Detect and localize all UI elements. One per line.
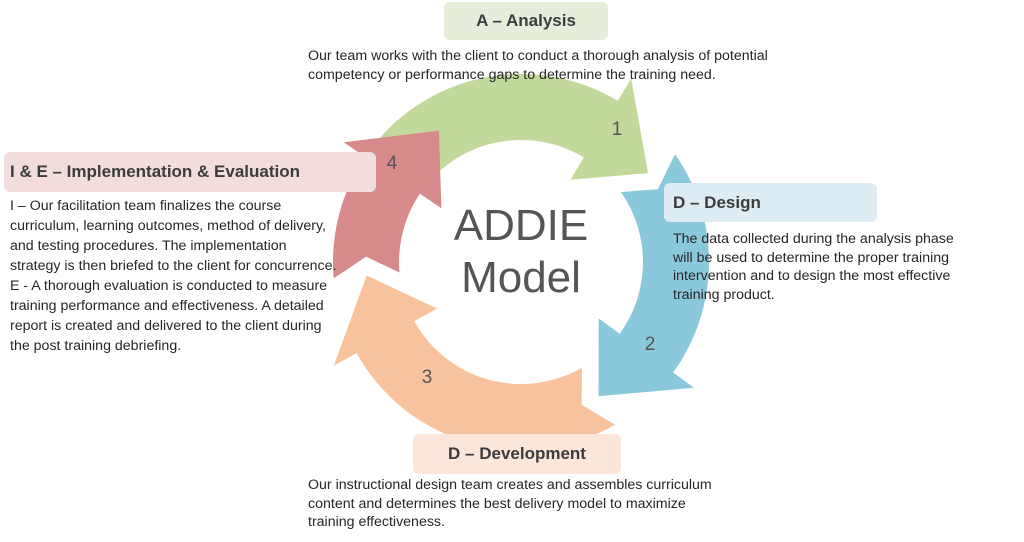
design-description-line: The data collected during the analysis p… bbox=[673, 231, 954, 247]
center-title-addie: ADDIE bbox=[454, 201, 588, 250]
implementation-evaluation-title: I & E – Implementation & Evaluation bbox=[4, 152, 376, 192]
development-description-line: training effectiveness. bbox=[308, 514, 445, 530]
step-number-4: 4 bbox=[387, 153, 398, 174]
step-number-2: 2 bbox=[645, 334, 656, 355]
design-description-line: intervention and to design the most effe… bbox=[673, 268, 951, 284]
implementation-description-line: and testing procedures. The implementati… bbox=[10, 238, 287, 254]
design-title: D – Design bbox=[664, 183, 877, 222]
step-number-1: 1 bbox=[612, 119, 623, 140]
development-description: Our instructional design team creates an… bbox=[308, 476, 712, 532]
implementation-description-line: I – Our facilitation team finalizes the … bbox=[10, 198, 282, 214]
implementation-description-line: curriculum, learning outcomes, method of… bbox=[10, 218, 326, 234]
development-arrow bbox=[333, 275, 615, 450]
implementation-description-line: strategy is then briefed to the client f… bbox=[10, 258, 337, 274]
analysis-title: A – Analysis bbox=[444, 2, 608, 40]
design-description-line: will be used to determine the proper tra… bbox=[673, 249, 950, 266]
analysis-description: Our team works with the client to conduc… bbox=[308, 47, 768, 84]
development-description-line: content and determines the best delivery… bbox=[308, 495, 686, 512]
center-title-model: Model bbox=[461, 253, 581, 302]
development-description-line: Our instructional design team creates an… bbox=[308, 477, 712, 493]
design-description: The data collected during the analysis p… bbox=[673, 230, 954, 304]
design-description-line: training product. bbox=[673, 286, 775, 303]
evaluation-description-line: E - A thorough evaluation is conducted t… bbox=[10, 278, 328, 294]
development-title: D – Development bbox=[413, 434, 621, 474]
analysis-description-line: competency or performance gaps to determ… bbox=[308, 66, 716, 83]
step-number-3: 3 bbox=[422, 367, 433, 388]
analysis-description-line: Our team works with the client to conduc… bbox=[308, 48, 768, 64]
evaluation-description-line: the post training debriefing. bbox=[10, 338, 182, 354]
evaluation-description-line: report is created and delivered to the c… bbox=[10, 318, 322, 334]
evaluation-description-line: training performance and effectiveness. … bbox=[10, 298, 324, 314]
implementation-evaluation-description: I – Our facilitation team finalizes the … bbox=[10, 196, 337, 356]
